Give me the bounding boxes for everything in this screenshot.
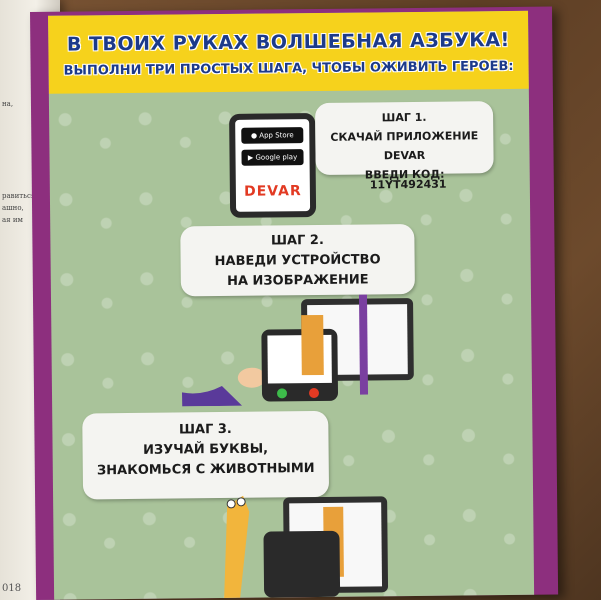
left-page-text: ая им: [2, 216, 23, 224]
animated-giraffe-illustration: [224, 495, 389, 598]
cross-icon: [309, 388, 320, 399]
phone-icon: [263, 530, 341, 598]
app-store-label: App Store: [259, 131, 294, 140]
play-icon: ▶: [247, 153, 254, 162]
step2-text: НАВЕДИ УСТРОЙСТВО: [214, 252, 381, 270]
step3-bubble: ШАГ 3. ИЗУЧАЙ БУКВЫ, ЗНАКОМЬСЯ С ЖИВОТНЫ…: [82, 410, 330, 500]
app-store-badge[interactable]: ● App Store: [241, 127, 304, 144]
check-icon: [277, 388, 288, 399]
activation-code: 11YT492431: [369, 177, 447, 192]
google-play-badge[interactable]: ▶ Google play: [241, 149, 304, 166]
devar-logo: DEVAR: [243, 183, 302, 200]
step2-text2: НА ИЗОБРАЖЕНИЕ: [226, 272, 369, 289]
phone-screen: ● App Store ▶ Google play DEVAR: [235, 119, 311, 212]
step2-bubble: ШАГ 2. НАВЕДИ УСТРОЙСТВО НА ИЗОБРАЖЕНИЕ: [180, 223, 415, 297]
google-play-label: Google play: [255, 153, 298, 162]
step3-title: ШАГ 3.: [178, 421, 232, 438]
step3-text2: ЗНАКОМЬСЯ С ЖИВОТНЫМИ: [96, 461, 315, 479]
giraffe-icon: [301, 314, 324, 376]
scan-book-illustration: [181, 294, 414, 407]
phone-with-app-stores: ● App Store ▶ Google play DEVAR: [229, 113, 317, 218]
left-page-text: равиться: [2, 192, 36, 200]
instruction-page: В ТВОИХ РУКАХ ВОЛШЕБНАЯ АЗБУКА! ВЫПОЛНИ …: [48, 10, 535, 600]
step1-bubble: ШАГ 1. СКАЧАЙ ПРИЛОЖЕНИЕ DEVAR ВВЕДИ КОД…: [314, 101, 494, 182]
step2-title: ШАГ 2.: [270, 232, 324, 249]
banner-title: В ТВОИХ РУКАХ ВОЛШЕБНАЯ АЗБУКА!: [66, 28, 510, 56]
book-page: В ТВОИХ РУКАХ ВОЛШЕБНАЯ АЗБУКА! ВЫПОЛНИ …: [30, 6, 559, 600]
step1-title: ШАГ 1.: [381, 110, 427, 125]
page-number: 018: [2, 583, 22, 594]
step1-text: СКАЧАЙ ПРИЛОЖЕНИЕ DEVAR: [330, 129, 479, 163]
step3-text: ИЗУЧАЙ БУКВЫ,: [143, 441, 269, 458]
left-page-text: на,: [2, 100, 14, 108]
title-banner: В ТВОИХ РУКАХ ВОЛШЕБНАЯ АЗБУКА! ВЫПОЛНИ …: [48, 10, 529, 94]
giraffe-3d-icon: [224, 495, 250, 598]
sleeve-icon: [181, 386, 243, 407]
apple-icon: ●: [250, 131, 258, 140]
banner-subtitle: ВЫПОЛНИ ТРИ ПРОСТЫХ ШАГА, ЧТОБЫ ОЖИВИТЬ …: [63, 58, 514, 79]
hand-icon: [237, 367, 266, 388]
left-page-text: ашно,: [2, 204, 24, 212]
bookmark-ribbon: [358, 294, 369, 395]
